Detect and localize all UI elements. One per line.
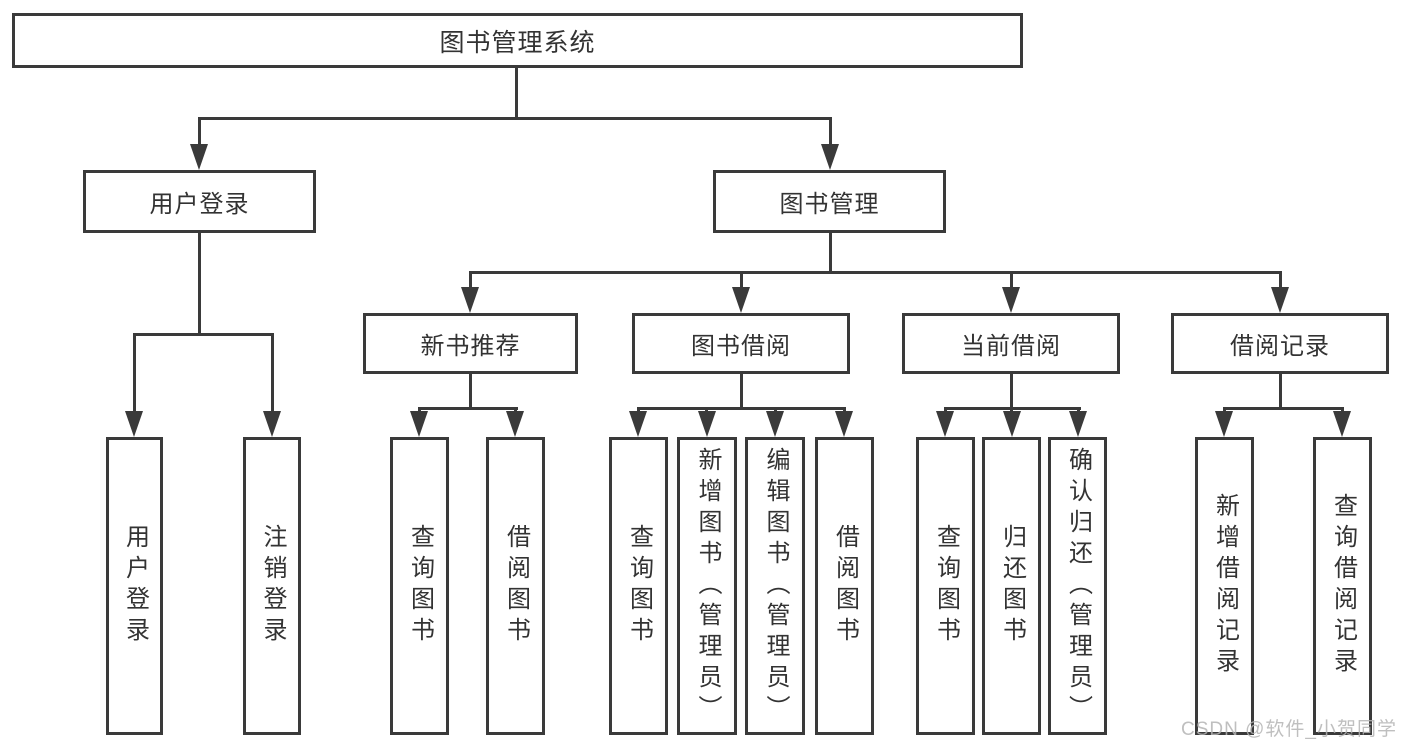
- node-query-borrow-record: 查询借阅记录: [1313, 437, 1372, 735]
- connector-line-v: [829, 117, 832, 148]
- node-user-login-group: 用户登录: [83, 170, 316, 233]
- arrowhead-icon: [732, 287, 750, 313]
- node-add-borrow-record: 新增借阅记录: [1195, 437, 1254, 735]
- node-borrowing-records: 借阅记录: [1171, 313, 1389, 374]
- node-edit-books-admin: 编辑图书（管理员）: [745, 437, 805, 735]
- node-logout: 注销登录: [243, 437, 301, 735]
- node-user-login: 用户登录: [106, 437, 163, 735]
- node-return-books: 归还图书: [982, 437, 1041, 735]
- connector-line-v: [1010, 271, 1013, 291]
- arrowhead-icon: [629, 411, 647, 437]
- connector-line-v: [1010, 374, 1013, 410]
- node-recommend-query-books: 查询图书: [390, 437, 449, 735]
- connector-line-v: [198, 233, 201, 336]
- connector-line-v: [198, 117, 201, 148]
- connector-line-v: [515, 68, 518, 119]
- node-borrowing-query-books: 查询图书: [609, 437, 668, 735]
- arrowhead-icon: [698, 411, 716, 437]
- connector-line-h: [133, 333, 274, 336]
- watermark-text: CSDN @软件_小贺同学: [1181, 719, 1397, 740]
- connector-line-v: [740, 271, 743, 291]
- arrowhead-icon: [461, 287, 479, 313]
- node-add-books-admin: 新增图书（管理员）: [677, 437, 737, 735]
- arrowhead-icon: [1215, 411, 1233, 437]
- arrowhead-icon: [1002, 287, 1020, 313]
- connector-line-h: [469, 271, 1282, 274]
- arrowhead-icon: [1271, 287, 1289, 313]
- arrowhead-icon: [1003, 411, 1021, 437]
- arrowhead-icon: [410, 411, 428, 437]
- arrowhead-icon: [766, 411, 784, 437]
- arrowhead-icon: [1333, 411, 1351, 437]
- connector-line-h: [198, 117, 832, 120]
- connector-line-h: [418, 407, 518, 410]
- node-library-management-system: 图书管理系统: [12, 13, 1023, 68]
- node-book-borrowing: 图书借阅: [632, 313, 850, 374]
- arrowhead-icon: [263, 411, 281, 437]
- arrowhead-icon: [936, 411, 954, 437]
- node-book-management: 图书管理: [713, 170, 946, 233]
- arrowhead-icon: [125, 411, 143, 437]
- connector-line-v: [1279, 271, 1282, 291]
- arrowhead-icon: [506, 411, 524, 437]
- connector-line-v: [469, 271, 472, 291]
- connector-line-v: [740, 374, 743, 410]
- node-borrowing-borrow-books: 借阅图书: [815, 437, 874, 735]
- connector-line-v: [469, 374, 472, 410]
- connector-line-h: [1223, 407, 1344, 410]
- arrowhead-icon: [190, 144, 208, 170]
- node-recommend-borrow-books: 借阅图书: [486, 437, 545, 735]
- connector-line-v: [271, 333, 274, 415]
- node-new-book-recommend: 新书推荐: [363, 313, 578, 374]
- arrowhead-icon: [821, 144, 839, 170]
- arrowhead-icon: [1069, 411, 1087, 437]
- connector-line-h: [637, 407, 846, 410]
- connector-line-v: [1279, 374, 1282, 410]
- node-current-query-books: 查询图书: [916, 437, 975, 735]
- connector-line-v: [133, 333, 136, 415]
- arrowhead-icon: [835, 411, 853, 437]
- node-current-borrowing: 当前借阅: [902, 313, 1120, 374]
- node-confirm-return-admin: 确认归还（管理员）: [1048, 437, 1107, 735]
- connector-line-v: [829, 233, 832, 274]
